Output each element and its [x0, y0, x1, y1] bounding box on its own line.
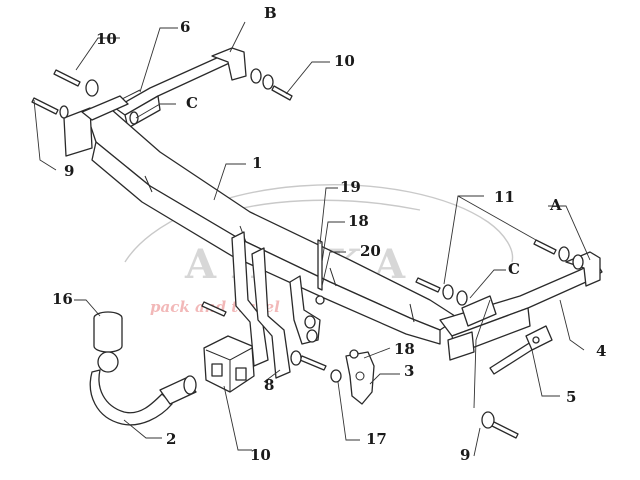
part-2-tow-ball-neck [89, 351, 197, 426]
leader-lines [33, 21, 591, 457]
part-5-left-bracket [99, 47, 247, 129]
label-18-top: 18 [348, 212, 369, 230]
label-A: A [549, 196, 562, 214]
label-6: 5 [566, 388, 576, 406]
label-10-top-left: 10 [96, 30, 117, 48]
part-4-right-bracket [439, 251, 603, 361]
label-1: 1 [252, 154, 262, 172]
label-C-left: C [186, 94, 198, 112]
label-3: 3 [404, 362, 414, 380]
label-8: 8 [264, 376, 274, 394]
label-4: 4 [596, 342, 606, 360]
label-18-right: 18 [394, 340, 415, 358]
label-17: 17 [366, 430, 387, 448]
label-5: 6 [180, 18, 190, 36]
label-10-top-right: 10 [334, 52, 355, 70]
label-9-left: 9 [64, 162, 74, 180]
label-C-right: C [508, 260, 520, 278]
part-11-socket [203, 335, 255, 393]
label-9-right: 9 [460, 446, 470, 464]
label-B: B [264, 4, 277, 22]
part-3-lower-plate [345, 351, 375, 405]
callout-labels: 10 6 B 10 C 9 1 19 18 20 11 A C 16 18 4 … [52, 4, 606, 464]
fasteners [31, 68, 584, 439]
part-16-ball-cover [93, 311, 123, 353]
label-20: 20 [360, 242, 381, 260]
label-16: 16 [52, 290, 73, 308]
label-11: 10 [250, 446, 271, 464]
label-2: 2 [166, 430, 176, 448]
label-10-right: 11 [494, 188, 515, 206]
label-19: 19 [340, 178, 361, 196]
